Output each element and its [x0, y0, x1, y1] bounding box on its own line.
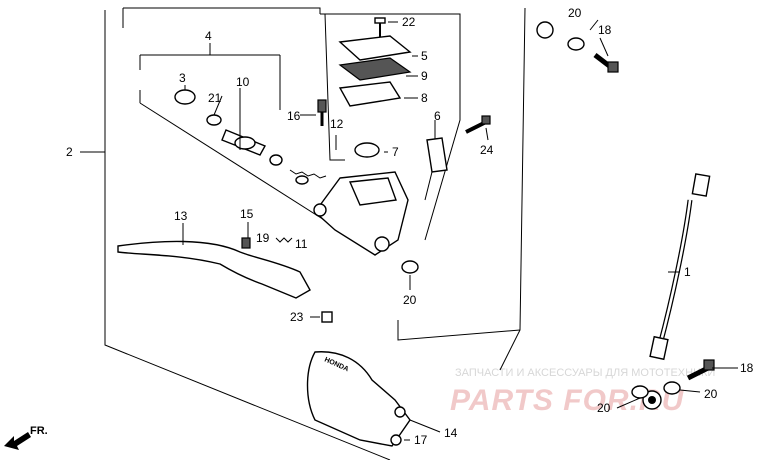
callout-5: 5: [421, 49, 428, 63]
group-frame: [80, 7, 526, 460]
hardware: [317, 17, 715, 399]
callout-16: 16: [287, 109, 301, 123]
callout-20-middle: 20: [403, 293, 417, 307]
master-cylinder: [313, 171, 409, 256]
callout-1: 1: [684, 265, 691, 279]
callout-9: 9: [421, 69, 428, 83]
callout-7: 7: [392, 145, 399, 159]
callout-2: 2: [66, 145, 73, 159]
callout-4: 4: [205, 29, 212, 43]
piston-assembly: [174, 89, 327, 185]
callout-18-top: 18: [598, 23, 612, 37]
leader-lines: [182, 19, 738, 441]
front-direction-marker: FR.: [4, 425, 48, 450]
callout-20-bottom-right: 20: [704, 387, 718, 401]
brake-lever: [117, 237, 311, 299]
callout-12: 12: [330, 117, 344, 131]
callout-20-top: 20: [568, 6, 582, 20]
callout-18-bottom: 18: [740, 361, 754, 375]
callout-21: 21: [208, 91, 222, 105]
callout-20-bottom-left: 20: [597, 401, 611, 415]
callout-22: 22: [402, 15, 416, 29]
callout-15: 15: [240, 207, 254, 221]
callout-17: 17: [414, 433, 428, 447]
front-label: FR.: [30, 425, 48, 437]
callout-24: 24: [480, 143, 494, 157]
callout-14: 14: [444, 426, 458, 440]
callouts: 1 2 3 4 5 6 7 8 9 10 11 12 13 14 15 16 1…: [66, 6, 754, 447]
callout-6: 6: [434, 109, 441, 123]
lever-cover: HONDA: [306, 351, 411, 447]
callout-13: 13: [174, 209, 188, 223]
brake-hose: [536, 21, 711, 410]
callout-3: 3: [179, 71, 186, 85]
callout-10: 10: [236, 75, 250, 89]
callout-19: 19: [256, 231, 270, 245]
callout-8: 8: [421, 91, 428, 105]
watermark-text-line1: ЗАПЧАСТИ И АКСЕССУАРЫ ДЛЯ МОТОТЕХНИКИ: [455, 367, 715, 379]
callout-23: 23: [290, 310, 304, 324]
front-arrow-icon: [4, 432, 31, 450]
reservoir-cap: [338, 35, 448, 173]
callout-11: 11: [295, 237, 308, 251]
